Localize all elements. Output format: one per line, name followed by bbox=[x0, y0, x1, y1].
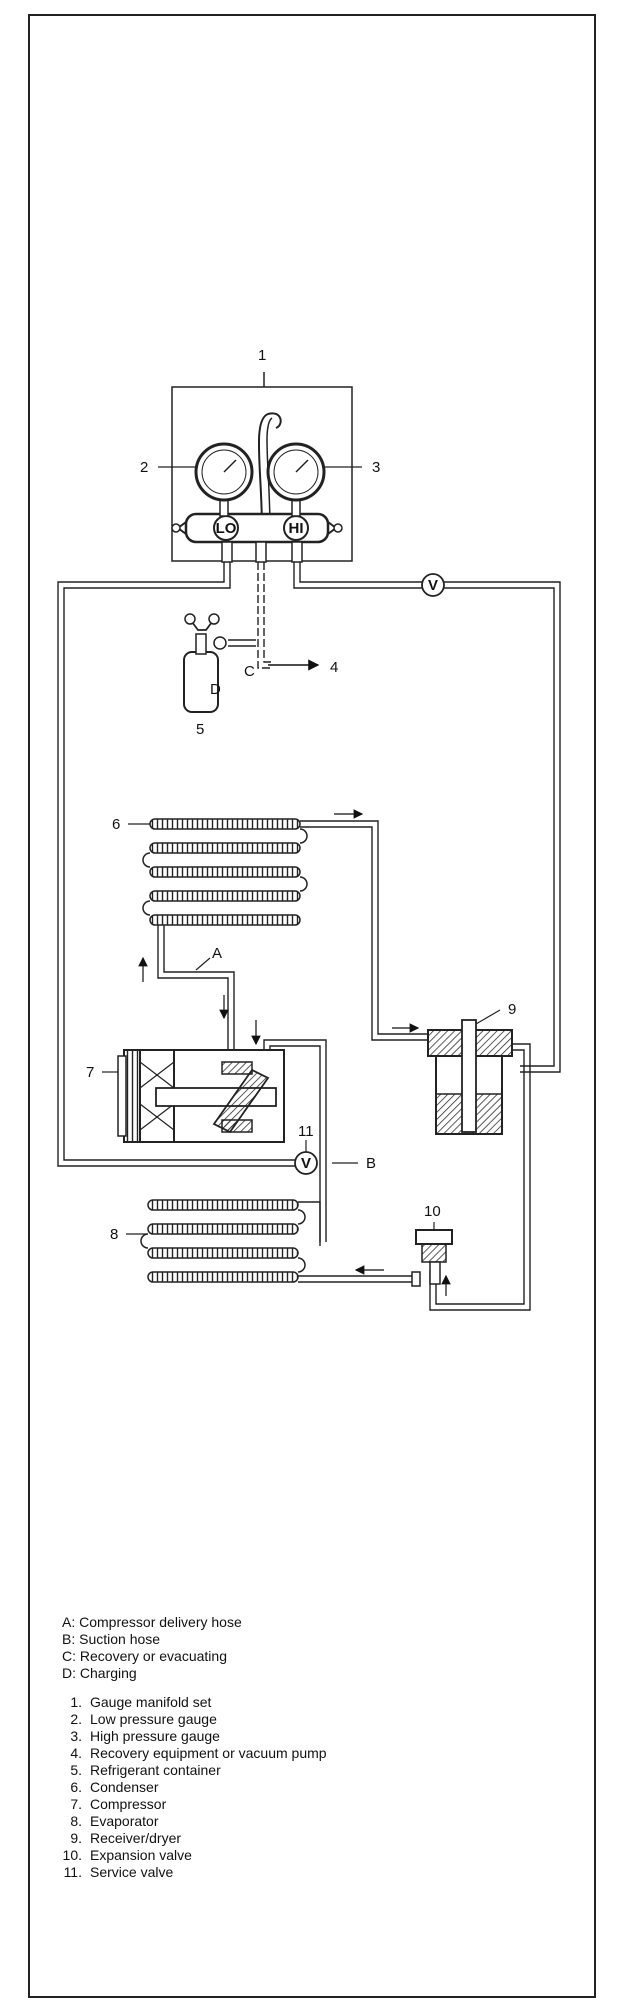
legend-letter-item: D: Charging bbox=[62, 1665, 137, 1681]
callout-d: D bbox=[210, 681, 221, 698]
legend-text: Evaporator bbox=[90, 1813, 159, 1829]
legend-number-item: 7. Compressor bbox=[62, 1796, 327, 1813]
legend-num: 5. bbox=[70, 1762, 82, 1778]
legend-number-item: 6. Condenser bbox=[62, 1779, 327, 1796]
condenser-to-receiver-line bbox=[300, 820, 428, 1041]
figure-frame bbox=[28, 14, 596, 1998]
callout-7: 7 bbox=[86, 1064, 94, 1081]
legend-num: 6. bbox=[70, 1779, 82, 1795]
legend-num: 3. bbox=[70, 1728, 82, 1744]
callout-a: A bbox=[212, 945, 222, 962]
legend-num: 11. bbox=[63, 1864, 82, 1880]
legend-num: 9. bbox=[70, 1830, 82, 1846]
legend: A: Compressor delivery hose B: Suction h… bbox=[62, 1614, 327, 1881]
callout-10: 10 bbox=[424, 1203, 441, 1220]
receiver-dryer bbox=[427, 1019, 513, 1135]
service-valve-suction-side: V bbox=[294, 1151, 318, 1175]
hoses bbox=[57, 562, 561, 1167]
legend-text: Receiver/dryer bbox=[90, 1830, 182, 1846]
high-pressure-gauge bbox=[266, 442, 326, 517]
callout-11: 11 bbox=[298, 1123, 314, 1140]
legend-number-item: 9. Receiver/dryer bbox=[62, 1830, 327, 1847]
legend-text: Expansion valve bbox=[90, 1847, 192, 1863]
legend-number-item: 5. Refrigerant container bbox=[62, 1762, 327, 1779]
legend-num: 4. bbox=[70, 1745, 82, 1761]
legend-text: Recovery equipment or vacuum pump bbox=[90, 1745, 327, 1761]
service-valve-high-side: V bbox=[421, 573, 445, 597]
compressor bbox=[117, 1049, 285, 1143]
lo-label: LO bbox=[216, 520, 237, 537]
callout-9: 9 bbox=[508, 1001, 516, 1018]
legend-text: Service valve bbox=[90, 1864, 174, 1880]
condenser bbox=[142, 818, 308, 926]
legend-text: Suction hose bbox=[79, 1631, 161, 1647]
legend-key: A bbox=[62, 1614, 72, 1630]
low-pressure-gauge bbox=[194, 442, 254, 517]
legend-text: Refrigerant container bbox=[90, 1762, 221, 1778]
legend-number-item: 8. Evaporator bbox=[62, 1813, 327, 1830]
callout-4: 4 bbox=[330, 659, 338, 676]
legend-number-item: 2. Low pressure gauge bbox=[62, 1711, 327, 1728]
receiver-to-expansion-line bbox=[429, 1043, 531, 1311]
callout-3: 3 bbox=[372, 459, 380, 476]
callout-6: 6 bbox=[112, 816, 120, 833]
valve-symbol: V bbox=[428, 577, 438, 594]
legend-text: Gauge manifold set bbox=[90, 1694, 212, 1710]
refrigerant-container bbox=[183, 613, 227, 713]
legend-text: Charging bbox=[79, 1665, 137, 1681]
legend-text: Low pressure gauge bbox=[90, 1711, 217, 1727]
legend-number-item: 4. Recovery equipment or vacuum pump bbox=[62, 1745, 327, 1762]
legend-text: Compressor bbox=[90, 1796, 167, 1812]
legend-num: 7. bbox=[70, 1796, 82, 1812]
legend-num: 1. bbox=[70, 1694, 82, 1710]
legend-num: 2. bbox=[70, 1711, 82, 1727]
legend-letter-item: B: Suction hose bbox=[62, 1631, 161, 1647]
legend-text: High pressure gauge bbox=[90, 1728, 220, 1744]
legend-key: B bbox=[62, 1631, 72, 1647]
legend-num: 10. bbox=[62, 1847, 82, 1863]
callout-b: B bbox=[366, 1155, 376, 1172]
legend-number-item: 11. Service valve bbox=[62, 1864, 327, 1881]
low-side-valve-knob: LO bbox=[213, 515, 239, 541]
legend-letter-item: A: Compressor delivery hose bbox=[62, 1614, 242, 1630]
evaporator bbox=[140, 1199, 306, 1283]
callout-2: 2 bbox=[140, 459, 148, 476]
callout-1: 1 bbox=[258, 347, 266, 364]
legend-key: C bbox=[62, 1648, 73, 1664]
legend-letter-item: C: Recovery or evacuating bbox=[62, 1648, 227, 1664]
legend-number-item: 1. Gauge manifold set bbox=[62, 1694, 327, 1711]
expansion-to-evaporator-line bbox=[298, 1275, 416, 1283]
legend-text: Recovery or evacuating bbox=[79, 1648, 227, 1664]
callout-8: 8 bbox=[110, 1226, 118, 1243]
legend-text: Compressor delivery hose bbox=[79, 1614, 242, 1630]
legend-number-item: 3. High pressure gauge bbox=[62, 1728, 327, 1745]
gauge-manifold-set: LO HI bbox=[171, 372, 353, 563]
high-side-valve-knob: HI bbox=[283, 515, 309, 541]
hi-label: HI bbox=[289, 520, 304, 537]
valve-symbol: V bbox=[301, 1155, 311, 1172]
legend-key: D bbox=[62, 1665, 73, 1681]
callout-5: 5 bbox=[196, 721, 204, 738]
legend-text: Condenser bbox=[90, 1779, 159, 1795]
legend-num: 8. bbox=[70, 1813, 82, 1829]
legend-number-item: 10. Expansion valve bbox=[62, 1847, 327, 1864]
expansion-valve bbox=[411, 1229, 453, 1287]
callout-c: C bbox=[244, 663, 255, 680]
